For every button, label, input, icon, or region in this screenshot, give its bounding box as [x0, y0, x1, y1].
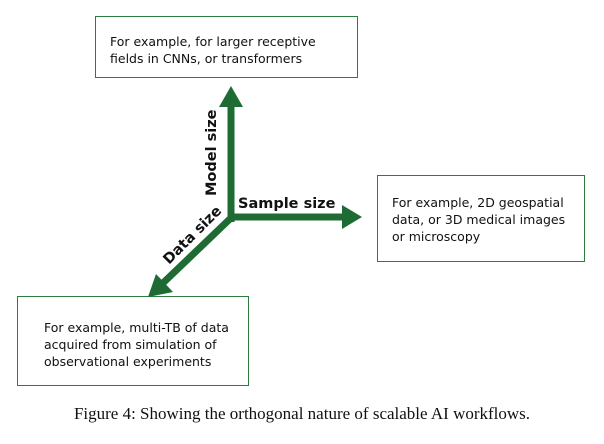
- model-size-arrow-head: [219, 86, 243, 107]
- model-size-example-box: For example, for larger receptive fields…: [95, 16, 358, 78]
- sample-size-arrow-head: [342, 205, 362, 229]
- sample-size-example-text: For example, 2D geospatial data, or 3D m…: [392, 195, 566, 244]
- model-size-label: Model size: [204, 109, 220, 196]
- figure-caption: Figure 4: Showing the orthogonal nature …: [73, 404, 531, 423]
- data-size-arrow-head: [148, 274, 173, 297]
- sample-size-example-box: For example, 2D geospatial data, or 3D m…: [377, 175, 585, 262]
- model-size-arrow: [219, 86, 243, 222]
- data-size-arrow: [148, 213, 236, 297]
- data-size-example-text: For example, multi-TB of data acquired f…: [44, 320, 229, 369]
- data-size-arrow-shaft: [160, 213, 236, 286]
- sample-size-arrow: [228, 205, 362, 229]
- model-size-example-text: For example, for larger receptive fields…: [110, 34, 316, 66]
- axes-diagram: Model size Sample size Data size: [148, 86, 362, 297]
- sample-size-label: Sample size: [238, 196, 336, 212]
- data-size-example-box: For example, multi-TB of data acquired f…: [17, 296, 249, 386]
